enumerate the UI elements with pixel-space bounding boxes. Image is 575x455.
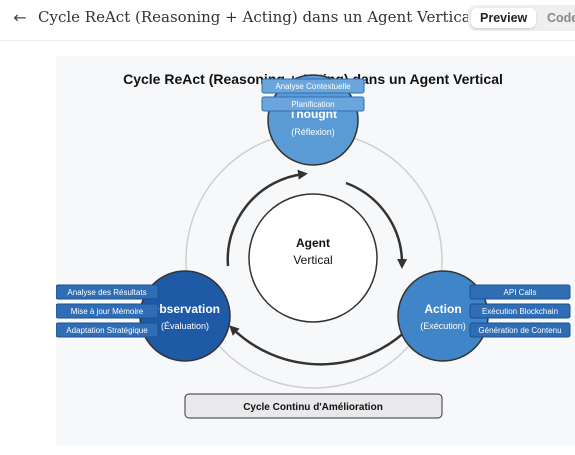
tab-code[interactable]: Code — [547, 11, 575, 25]
observation-tag[interactable]: Analyse des Résultats — [55, 284, 159, 300]
thought-subtitle: (Réflexion) — [291, 127, 335, 137]
agent-title: Agent — [296, 236, 330, 250]
page-title: Cycle ReAct (Reasoning + Acting) dans un… — [38, 8, 476, 26]
action-subtitle: (Exécution) — [420, 321, 466, 331]
action-tag[interactable]: Exécution Blockchain — [469, 303, 571, 319]
observation-tag[interactable]: Mise à jour Mémoire — [55, 303, 159, 319]
observation-node[interactable]: Observation (Évaluation) — [139, 270, 231, 362]
action-node[interactable]: Action (Exécution) — [397, 270, 489, 362]
thought-tag[interactable]: Planification — [261, 96, 365, 112]
view-toggle: Preview Code — [468, 5, 575, 31]
cycle-footer-box: Cycle Continu d'Amélioration — [184, 393, 443, 419]
react-cycle-diagram: Cycle ReAct (Reasoning + Acting) dans un… — [55, 71, 571, 419]
svg-text:Analyse des Résultats: Analyse des Résultats — [67, 288, 146, 297]
top-bar: ← Cycle ReAct (Reasoning + Acting) dans … — [0, 0, 575, 41]
diagram-canvas: Cycle ReAct (Reasoning + Acting) dans un… — [55, 56, 575, 445]
tab-preview[interactable]: Preview — [471, 8, 537, 28]
svg-text:Génération de Contenu: Génération de Contenu — [478, 326, 561, 335]
svg-text:Mise à jour Mémoire: Mise à jour Mémoire — [71, 307, 144, 316]
arrow-observation-to-thought — [226, 169, 308, 267]
svg-text:API Calls: API Calls — [504, 288, 537, 297]
cycle-footer-label: Cycle Continu d'Amélioration — [243, 402, 383, 413]
observation-tag[interactable]: Adaptation Stratégique — [55, 322, 159, 338]
svg-text:Analyse Contextuelle: Analyse Contextuelle — [275, 82, 351, 91]
svg-text:Adaptation Stratégique: Adaptation Stratégique — [66, 326, 148, 335]
agent-subtitle: Vertical — [293, 253, 332, 267]
arrow-action-to-observation — [229, 325, 412, 366]
thought-tag[interactable]: Analyse Contextuelle — [261, 78, 365, 94]
agent-node: Agent Vertical — [248, 193, 378, 323]
observation-title: Observation — [150, 302, 220, 316]
arrow-thought-to-action — [345, 181, 408, 269]
action-tag[interactable]: API Calls — [469, 284, 571, 300]
back-icon[interactable]: ← — [13, 8, 27, 27]
action-title: Action — [424, 302, 461, 316]
svg-text:Planification: Planification — [291, 100, 334, 109]
observation-subtitle: (Évaluation) — [161, 321, 209, 331]
svg-text:Exécution Blockchain: Exécution Blockchain — [482, 307, 558, 316]
action-tag[interactable]: Génération de Contenu — [469, 322, 571, 338]
